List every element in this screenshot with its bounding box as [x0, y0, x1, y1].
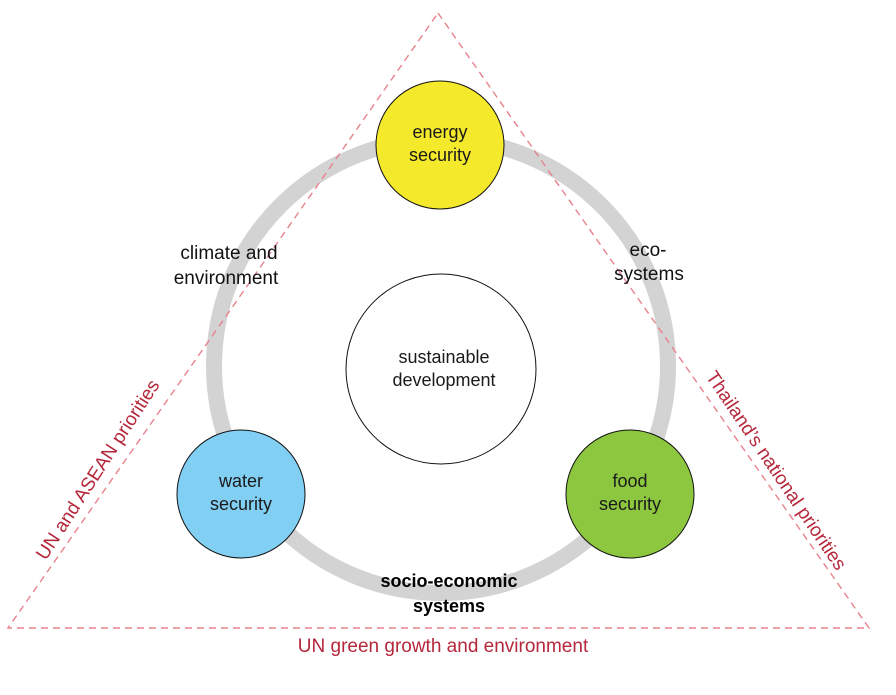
food-label-line2: security	[599, 494, 661, 514]
socio-economic-label-line2: systems	[413, 596, 485, 616]
center-label-line2: development	[392, 370, 495, 390]
food-label-line1: food	[612, 471, 647, 491]
energy-security-circle	[375, 80, 505, 210]
center-label-line1: sustainable	[398, 347, 489, 367]
socio-economic-label-line1: socio-economic	[380, 571, 517, 591]
energy-label-line2: security	[409, 145, 471, 165]
climate-label-line2: environment	[174, 268, 279, 289]
priorities-triangle-frame	[6, 11, 871, 629]
frame-label-right: Thailand’s national priorities	[701, 368, 850, 575]
food-security-circle	[565, 429, 695, 559]
ecosystems-label-line1: eco-	[630, 240, 667, 261]
sustainable-development-circle	[345, 273, 537, 465]
energy-label-line1: energy	[412, 122, 467, 142]
water-label-line2: security	[210, 494, 272, 514]
climate-label-line1: climate and	[180, 243, 277, 264]
water-label-line1: water	[218, 471, 263, 491]
frame-label-bottom: UN green growth and environment	[298, 636, 589, 657]
ecosystems-label-line2: systems	[614, 264, 684, 285]
frame-label-left: UN and ASEAN priorities	[32, 376, 164, 564]
water-security-circle	[176, 429, 306, 559]
